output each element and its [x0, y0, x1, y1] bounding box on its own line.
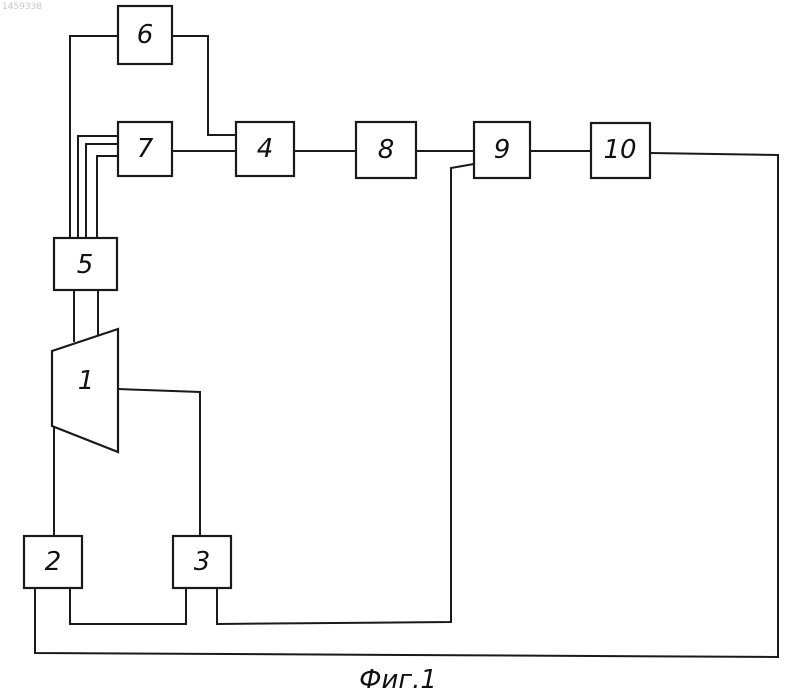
block-5: 5 [54, 238, 117, 290]
block-4-label: 4 [257, 134, 274, 164]
block-4: 4 [236, 122, 294, 176]
block-8: 8 [356, 122, 416, 178]
block-7: 7 [118, 122, 172, 176]
wire-6-to-4 [172, 36, 236, 135]
block-7-label: 7 [137, 134, 154, 164]
block-3: 3 [173, 536, 231, 588]
block-2: 2 [24, 536, 82, 588]
wire-10-to-2 [35, 153, 778, 657]
wire-2-to-3 [70, 588, 186, 624]
wire-1-to-3 [118, 389, 200, 536]
block-8-label: 8 [378, 135, 395, 165]
document-number: 1459338 [2, 2, 42, 12]
block-9-label: 9 [494, 135, 511, 165]
figure-caption: Фиг.1 [359, 665, 437, 694]
unit-1-label: 1 [78, 366, 95, 396]
block-10-label: 10 [603, 135, 636, 165]
block-6: 6 [118, 6, 172, 64]
block-10: 10 [591, 123, 650, 178]
unit-1: 1 [52, 329, 118, 452]
block-6-label: 6 [137, 20, 154, 50]
block-2-label: 2 [45, 547, 62, 577]
block-9: 9 [474, 122, 530, 178]
block-3-label: 3 [194, 547, 211, 577]
wire-5-to-7-c [97, 156, 118, 238]
block-5-label: 5 [77, 250, 94, 280]
wire-5-to-7-b [86, 144, 118, 238]
wire-3-to-9 [217, 164, 474, 624]
